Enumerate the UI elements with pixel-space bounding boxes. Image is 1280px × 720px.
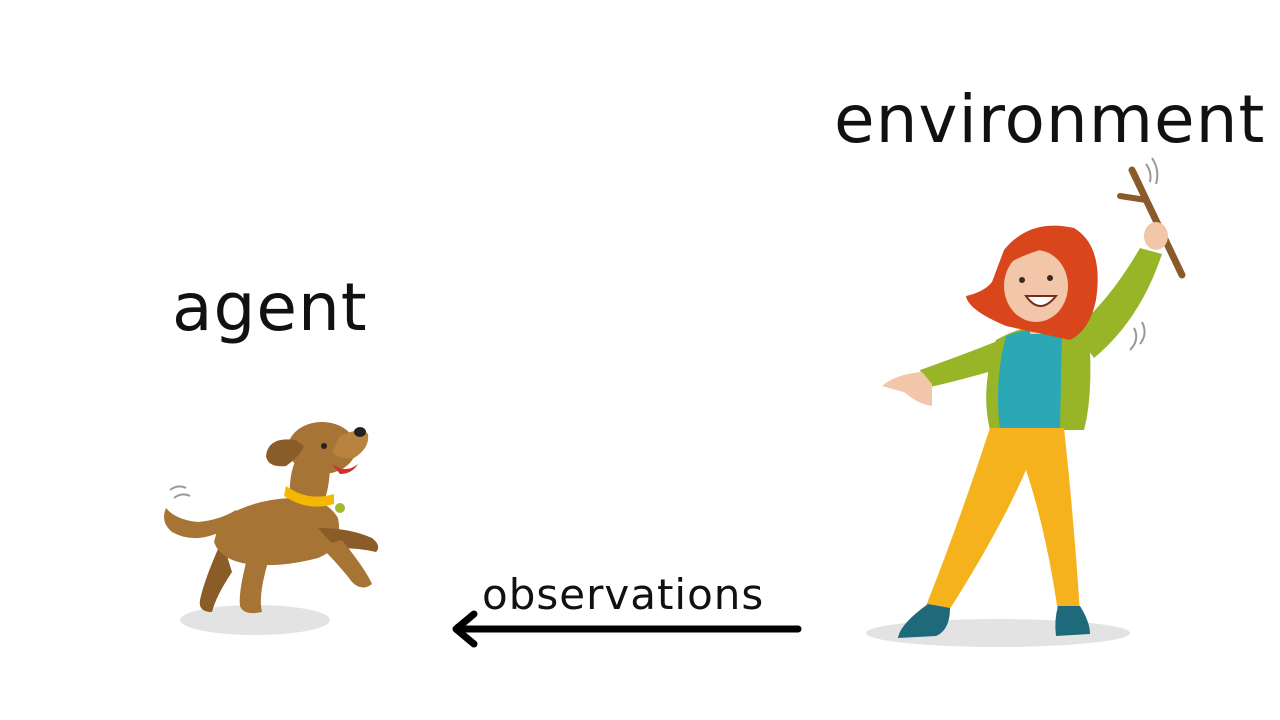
woman-illustration <box>866 157 1186 647</box>
dog-nose <box>354 427 366 437</box>
dog-collar-tag <box>335 503 345 513</box>
observations-label: observations <box>482 570 765 619</box>
shirt <box>998 328 1062 430</box>
dog-back-leg <box>199 540 232 612</box>
dog-snout <box>332 430 369 459</box>
raised-arm <box>1074 248 1162 358</box>
dog-eye <box>321 443 327 449</box>
smile <box>1024 295 1059 307</box>
dog-shadow <box>180 605 330 635</box>
dog-front-leg <box>318 528 379 552</box>
arm-motion-marks <box>1129 321 1146 351</box>
dog-illustration <box>164 422 379 635</box>
left-shoe <box>898 604 950 638</box>
left-eye <box>1019 277 1025 283</box>
environment-label: environment <box>834 81 1266 158</box>
face <box>1004 250 1068 322</box>
raised-hand <box>1144 222 1168 250</box>
hair-front <box>1004 232 1086 266</box>
dog-collar <box>284 486 334 507</box>
dog-front-leg-2 <box>320 540 372 588</box>
arrow-head <box>452 610 478 648</box>
right-shoe <box>1055 606 1090 636</box>
dog-mouth <box>332 464 358 474</box>
stick-motion-marks <box>1145 157 1159 185</box>
extended-hand <box>882 372 932 406</box>
extended-arm <box>920 340 1008 388</box>
dog-body <box>214 497 340 566</box>
right-eye <box>1047 275 1053 281</box>
pants <box>926 428 1080 612</box>
stick-branch <box>1117 193 1149 203</box>
tail-motion-marks <box>169 485 191 499</box>
observations-arrow <box>452 610 802 648</box>
agent-label: agent <box>172 269 368 346</box>
dog-ear <box>266 439 304 467</box>
